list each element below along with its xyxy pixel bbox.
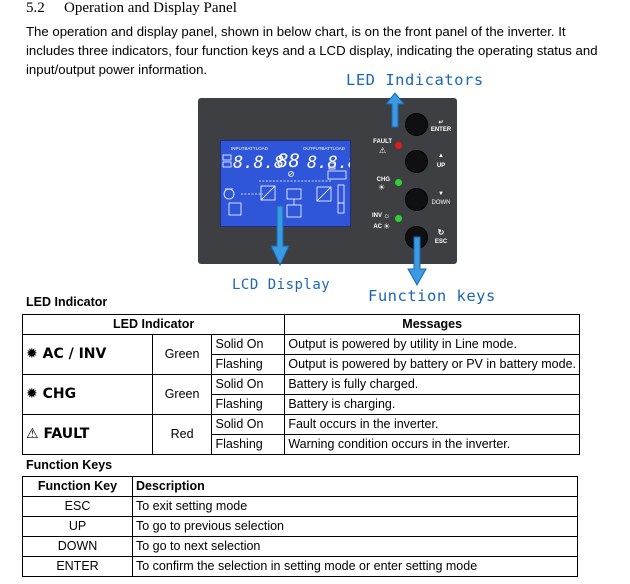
message-cell: Battery is fully charged. <box>284 374 580 395</box>
table-row: ENTER To confirm the selection in settin… <box>22 556 578 577</box>
keys-arrow-icon <box>407 236 427 287</box>
section-heading: 5.2 Operation and Display Panel <box>26 0 237 17</box>
up-key[interactable] <box>405 150 428 173</box>
led-label-chg: CHG <box>376 177 390 183</box>
description-cell: To exit setting mode <box>132 496 578 517</box>
table-row: Flashing Output is powered by battery or… <box>23 354 580 375</box>
color-cell: Red <box>151 414 213 455</box>
table-row: DOWN To go to next selection <box>22 536 578 557</box>
state-cell: Flashing <box>211 394 286 415</box>
led-label-inv: INV <box>371 213 382 219</box>
led-indicator-table: LED Indicator Messages ✹ AC / INV Green … <box>21 314 580 455</box>
callout-lcd-display: LCD Display <box>232 277 331 293</box>
ac-sun-icon: ☀ <box>383 222 391 231</box>
warning-icon: ⚠ <box>379 146 387 155</box>
key-cell: DOWN <box>22 536 133 557</box>
message-cell: Battery is charging. <box>284 394 580 415</box>
table-header: LED Indicator <box>21 314 286 335</box>
led-arrow-icon <box>384 92 406 128</box>
table-row: ESC To exit setting mode <box>22 496 578 517</box>
chg-led <box>395 179 402 186</box>
section-number: 5.2 <box>26 0 45 16</box>
key-cell: UP <box>22 516 133 537</box>
state-cell: Flashing <box>211 434 286 455</box>
table-header: Messages <box>284 314 580 335</box>
state-cell: Solid On <box>211 414 286 435</box>
down-key-label: DOWN <box>431 200 451 206</box>
up-triangle-icon: ▲ <box>438 153 444 159</box>
table-header: Description <box>132 476 578 497</box>
esc-power-icon: ↻ <box>437 228 445 237</box>
message-cell: Fault occurs in the inverter. <box>284 414 580 435</box>
function-keys-table: Function Key Description ESC To exit set… <box>22 476 578 577</box>
enter-key-label: ENTER <box>430 127 452 133</box>
table-row: UP To go to previous selection <box>22 516 578 537</box>
lcd-graphic: INPUTBATTLOAD OUTPUTBATTLOAD 8.8.8 88 8.… <box>222 146 350 218</box>
up-key-label: UP <box>436 163 446 169</box>
inv-sun-icon: ☼ <box>383 211 391 220</box>
indicator-cell: ⚠ FAULT <box>22 414 153 455</box>
message-cell: Warning condition occurs in the inverter… <box>284 434 580 455</box>
led-label-ac: AC <box>373 224 382 230</box>
description-cell: To go to next selection <box>132 536 578 557</box>
callout-led-indicators: LED Indicators <box>346 71 484 89</box>
down-triangle-icon: ▼ <box>438 191 444 197</box>
table-header: Function Key <box>22 476 133 497</box>
table-row: Flashing Warning condition occurs in the… <box>23 434 580 455</box>
table-row: ✹ AC / INV Green Solid On Output is powe… <box>22 334 580 375</box>
indicator-cell: ✹ AC / INV <box>22 334 153 375</box>
keys-section-title: Function Keys <box>26 458 113 472</box>
fault-led <box>395 142 402 149</box>
key-cell: ESC <box>22 496 133 517</box>
led-section-title: LED Indicator <box>26 295 108 309</box>
chg-sun-icon: ✹ <box>26 386 43 402</box>
intro-paragraph: The operation and display panel, shown i… <box>26 24 598 77</box>
section-title: Operation and Display Panel <box>64 0 237 16</box>
description-cell: To go to previous selection <box>132 516 578 537</box>
indicator-cell: ✹ CHG <box>22 374 153 415</box>
ac-inv-led <box>395 215 402 222</box>
table-row: ⚠ FAULT Red Solid On Fault occurs in the… <box>22 414 580 455</box>
state-cell: Flashing <box>211 354 286 375</box>
key-cell: ENTER <box>22 556 133 577</box>
color-cell: Green <box>151 334 213 375</box>
state-cell: Solid On <box>211 374 286 395</box>
table-header-row: LED Indicator Messages <box>21 314 580 335</box>
state-cell: Solid On <box>211 334 286 355</box>
led-label-fault: FAULT <box>373 139 392 145</box>
table-header-row: Function Key Description <box>22 476 578 497</box>
message-cell: Output is powered by battery or PV in ba… <box>284 354 580 375</box>
callout-function-keys: Function keys <box>368 287 496 305</box>
lcd-output-header: OUTPUTBATTLOAD <box>303 146 346 151</box>
lcd-input-header: INPUTBATTLOAD <box>231 146 269 151</box>
table-row: ✹ CHG Green Solid On Battery is fully ch… <box>22 374 580 415</box>
lcd-digits-left: 8.8.8 <box>233 153 284 173</box>
chg-sun-icon: ☀ <box>378 183 386 192</box>
enter-key[interactable] <box>405 113 428 136</box>
message-cell: Output is powered by utility in Line mod… <box>284 334 580 355</box>
description-cell: To confirm the selection in setting mode… <box>132 556 578 577</box>
lcd-display: INPUTBATTLOAD OUTPUTBATTLOAD 8.8.8 88 8.… <box>220 140 351 227</box>
color-cell: Green <box>151 374 213 415</box>
down-key[interactable] <box>405 188 428 211</box>
esc-key-label: ESC <box>434 239 448 245</box>
lcd-digits-right: 8.8.8 <box>307 153 350 173</box>
lcd-arrow-icon <box>270 205 290 267</box>
enter-arrow-icon: ↵ <box>438 120 444 126</box>
warning-icon: ⚠ <box>26 426 44 442</box>
lcd-digits-mid: 88 <box>277 150 300 172</box>
ac-inv-sun-icon: ✹ <box>26 346 43 362</box>
